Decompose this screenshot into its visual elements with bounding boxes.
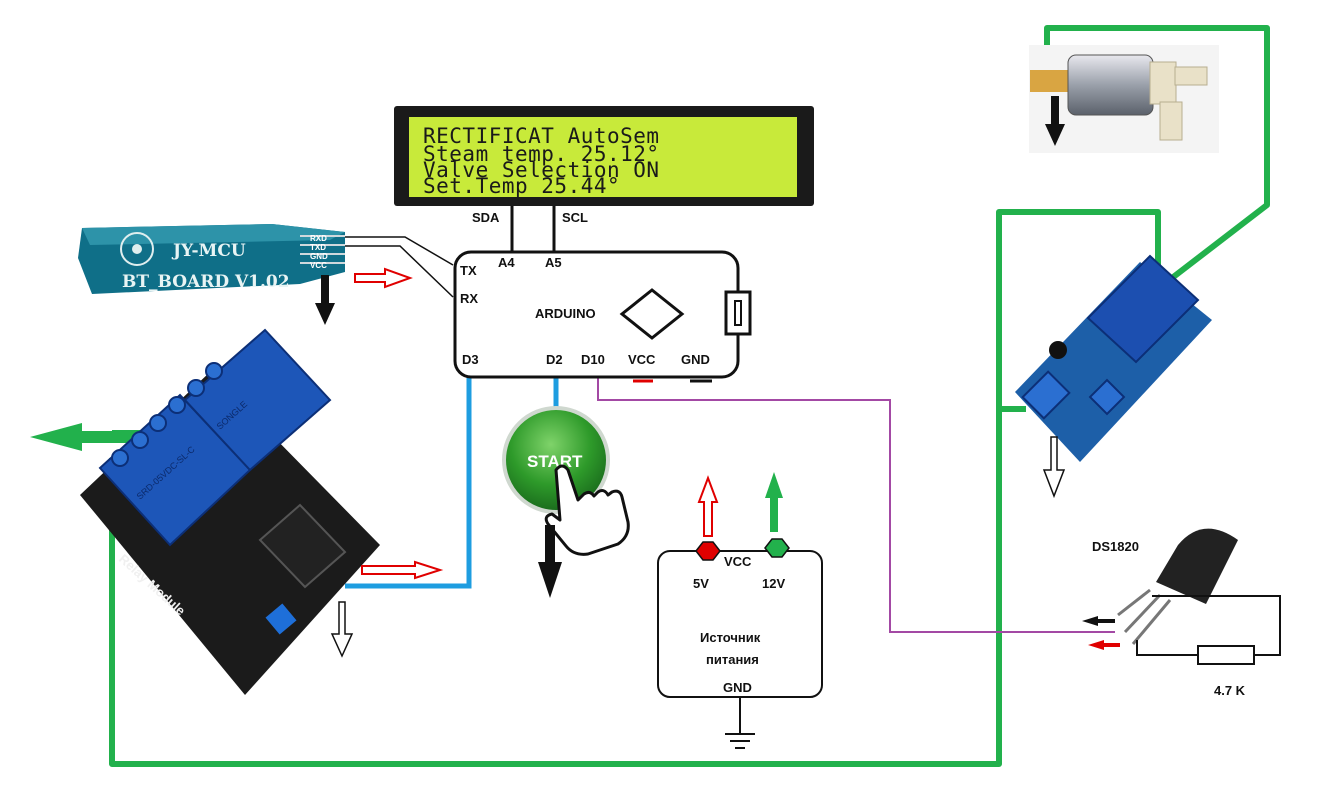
blue-wire-d3 <box>345 375 472 589</box>
ps-5v: 5V <box>693 576 709 591</box>
start-button[interactable]: START <box>502 406 630 556</box>
relay-vcc-arrow <box>361 560 444 580</box>
serial-wires <box>345 236 454 298</box>
label-scl: SCL <box>562 210 588 225</box>
pin-gnd: GND <box>681 352 710 367</box>
arduino-title: ARDUINO <box>535 306 596 321</box>
bt-logo-icon <box>120 232 154 266</box>
bt-pin-vcc: VCC <box>310 261 327 270</box>
pin-d3: D3 <box>462 352 479 367</box>
ps-gnd: GND <box>723 680 752 695</box>
power-supply <box>657 538 823 749</box>
ds1820-sensor <box>1117 528 1281 665</box>
pin-d2: D2 <box>546 352 563 367</box>
chip-icon <box>619 288 685 340</box>
sensor-name: DS1820 <box>1092 539 1139 554</box>
lcd-display: RECTIFICAT AutoSem Steam temp. 25.12° Va… <box>394 106 814 206</box>
sensor-vcc-arrow <box>1088 640 1120 650</box>
bt-pin-rxd: RXD <box>310 234 327 243</box>
relay2-gnd-arrow <box>1042 436 1066 499</box>
resistor-value: 4.7 K <box>1214 683 1246 698</box>
bt-board-label: BT_BOARD V1.02 <box>122 272 290 292</box>
solenoid-valve <box>1029 45 1219 153</box>
lcd-line-4: Set.Temp 25.44° <box>423 174 620 198</box>
relay-gnd-arrow <box>330 601 354 658</box>
start-label: START <box>527 452 583 471</box>
single-relay-board <box>1015 254 1212 462</box>
terminal-12v-icon <box>764 538 790 558</box>
pin-d10: D10 <box>581 352 605 367</box>
valve-gnd-arrow <box>1045 96 1065 146</box>
ps-name-line2: питания <box>706 652 759 667</box>
pin-vcc: VCC <box>628 352 656 367</box>
lcd-line-1: RECTIFICAT AutoSem <box>423 124 660 148</box>
hand-cursor-icon <box>544 464 630 556</box>
ground-symbol-icon <box>725 733 755 749</box>
green-output-arrow <box>30 423 140 451</box>
pin-a4: A4 <box>498 255 515 270</box>
ps-name-line1: Источник <box>700 630 761 645</box>
resistor-icon <box>1197 645 1255 665</box>
pin-a5: A5 <box>545 255 562 270</box>
lcd-line-3: Valve Selection ON <box>423 158 660 182</box>
lcd-line-2: Steam temp. 25.12° <box>423 142 660 166</box>
label-sda: SDA <box>472 210 500 225</box>
supply-5v-arrow <box>697 475 719 537</box>
ps-vcc: VCC <box>724 554 752 569</box>
pin-rx: RX <box>460 291 478 306</box>
terminal-5v-icon <box>695 541 721 561</box>
arduino-board <box>453 250 752 383</box>
bt-pin-gnd: GND <box>310 252 328 261</box>
bt-brand: JY-MCU <box>171 241 246 261</box>
relay-module: SONGLE SRD-05VDC-SL-C Relay Module <box>80 328 380 695</box>
bt-gnd-arrow <box>315 275 335 325</box>
bluetooth-module: JY-MCU BT_BOARD V1.02 RXD TXD GND VCC <box>78 224 345 294</box>
i2c-wires <box>510 205 556 252</box>
pin-tx: TX <box>460 263 477 278</box>
bt-pin-txd: TXD <box>310 243 326 252</box>
sensor-gnd-arrow <box>1082 616 1115 626</box>
start-gnd-arrow <box>538 525 562 598</box>
bt-vcc-arrow <box>354 267 413 289</box>
purple-wire-d10 <box>597 375 1115 633</box>
ps-12v: 12V <box>762 576 785 591</box>
supply-12v-arrow <box>765 472 783 532</box>
